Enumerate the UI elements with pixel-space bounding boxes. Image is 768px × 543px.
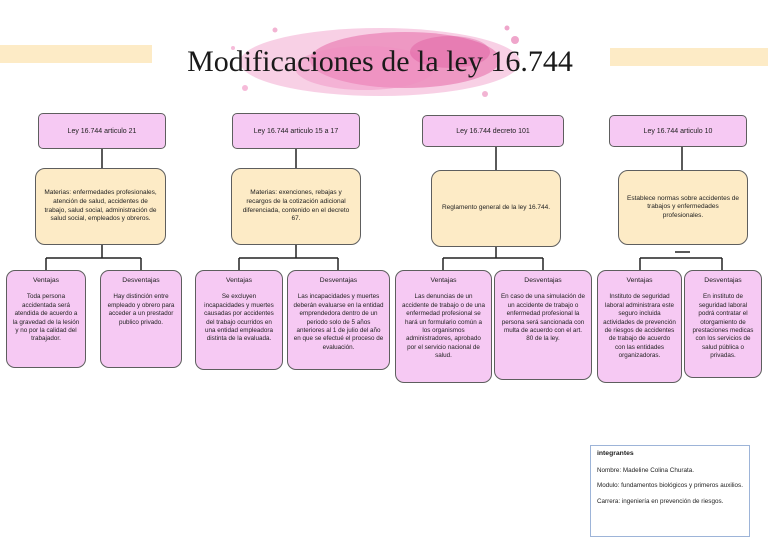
law-article-10-label: Ley 16.744 articulo 10 — [643, 127, 713, 135]
ventajas-text: Las denuncias de un accidente de trabajo… — [402, 293, 485, 360]
desventajas-text: Las incapacidades y muertes deberán eval… — [293, 293, 384, 351]
materias-article-21-text: Materias: enfermedades profesionales, at… — [44, 189, 157, 223]
ventajas-text: Toda persona accidentada será atendida d… — [12, 293, 80, 343]
desventajas-card-1: Desventajas Hay distinción entre emplead… — [100, 270, 182, 368]
ventajas-heading: Ventajas — [32, 277, 60, 284]
law-article-21-box: Ley 16.744 articulo 21 — [38, 113, 166, 149]
desventajas-heading: Desventajas — [704, 277, 742, 284]
law-article-15-17-label: Ley 16.744 articulo 15 a 17 — [253, 127, 339, 135]
law-article-10-box: Ley 16.744 articulo 10 — [609, 115, 747, 147]
desventajas-card-4: Desventajas En instituto de seguridad la… — [684, 270, 762, 378]
ventajas-heading: Ventajas — [626, 277, 653, 284]
law-article-15-17-box: Ley 16.744 articulo 15 a 17 — [232, 113, 360, 149]
law-article-21-label: Ley 16.744 articulo 21 — [67, 127, 137, 135]
ventajas-text: Se excluyen incapacidades y muertes caus… — [204, 293, 274, 343]
watercolor-splash — [231, 25, 520, 97]
integrante-nombre: Nombre: Madeline Colina Churata. — [597, 466, 694, 474]
page-title: Modificaciones de la ley 16.744 — [187, 45, 573, 78]
ventajas-card-4: Ventajas Instituto de seguridad laboral … — [597, 270, 682, 383]
materias-article-21-box: Materias: enfermedades profesionales, at… — [35, 168, 166, 245]
reglamento-decree-101-box: Reglamento general de la ley 16.744. — [431, 170, 561, 247]
desventajas-heading: Desventajas — [524, 277, 562, 284]
desventajas-text: Hay distinción entre empleado y obrero p… — [107, 293, 175, 326]
left-banner — [0, 45, 152, 63]
ventajas-heading: Ventajas — [225, 277, 253, 284]
ventajas-card-1: Ventajas Toda persona accidentada será a… — [6, 270, 86, 368]
desventajas-card-2: Desventajas Las incapacidades y muertes … — [287, 270, 390, 370]
integrante-modulo: Modulo: fundamentos biológicos y primero… — [597, 482, 743, 490]
right-banner — [610, 48, 768, 66]
desventajas-heading: Desventajas — [319, 277, 358, 284]
law-decree-101-box: Ley 16.744 decreto 101 — [422, 115, 564, 147]
integrantes-box: integrantes Nombre: Madeline Colina Chur… — [590, 445, 750, 537]
materias-article-15-17-text: Materias: exenciones, rebajas y recargos… — [242, 189, 350, 223]
materias-article-15-17-box: Materias: exenciones, rebajas y recargos… — [231, 168, 361, 245]
integrantes-title: integrantes — [597, 450, 634, 457]
desventajas-text: En instituto de seguridad laboral podrá … — [692, 293, 754, 360]
law-decree-101-label: Ley 16.744 decreto 101 — [456, 127, 530, 135]
desventajas-card-3: Desventajas En caso de una simulación de… — [494, 270, 592, 380]
desventajas-heading: Desventajas — [122, 277, 160, 284]
ventajas-text: Instituto de seguridad laboral administr… — [603, 293, 676, 360]
normas-article-10-box: Establece normas sobre accidentes de tra… — [618, 170, 748, 245]
ventajas-card-2: Ventajas Se excluyen incapacidades y mue… — [195, 270, 283, 370]
integrante-carrera: Carrera: ingeniería en prevención de rie… — [597, 497, 724, 505]
normas-article-10-text: Establece normas sobre accidentes de tra… — [627, 194, 740, 219]
ventajas-card-3: Ventajas Las denuncias de un accidente d… — [395, 270, 492, 383]
reglamento-decree-101-text: Reglamento general de la ley 16.744. — [441, 204, 551, 212]
ventajas-heading: Ventajas — [430, 277, 457, 284]
desventajas-text: En caso de una simulación de un accident… — [500, 293, 585, 343]
